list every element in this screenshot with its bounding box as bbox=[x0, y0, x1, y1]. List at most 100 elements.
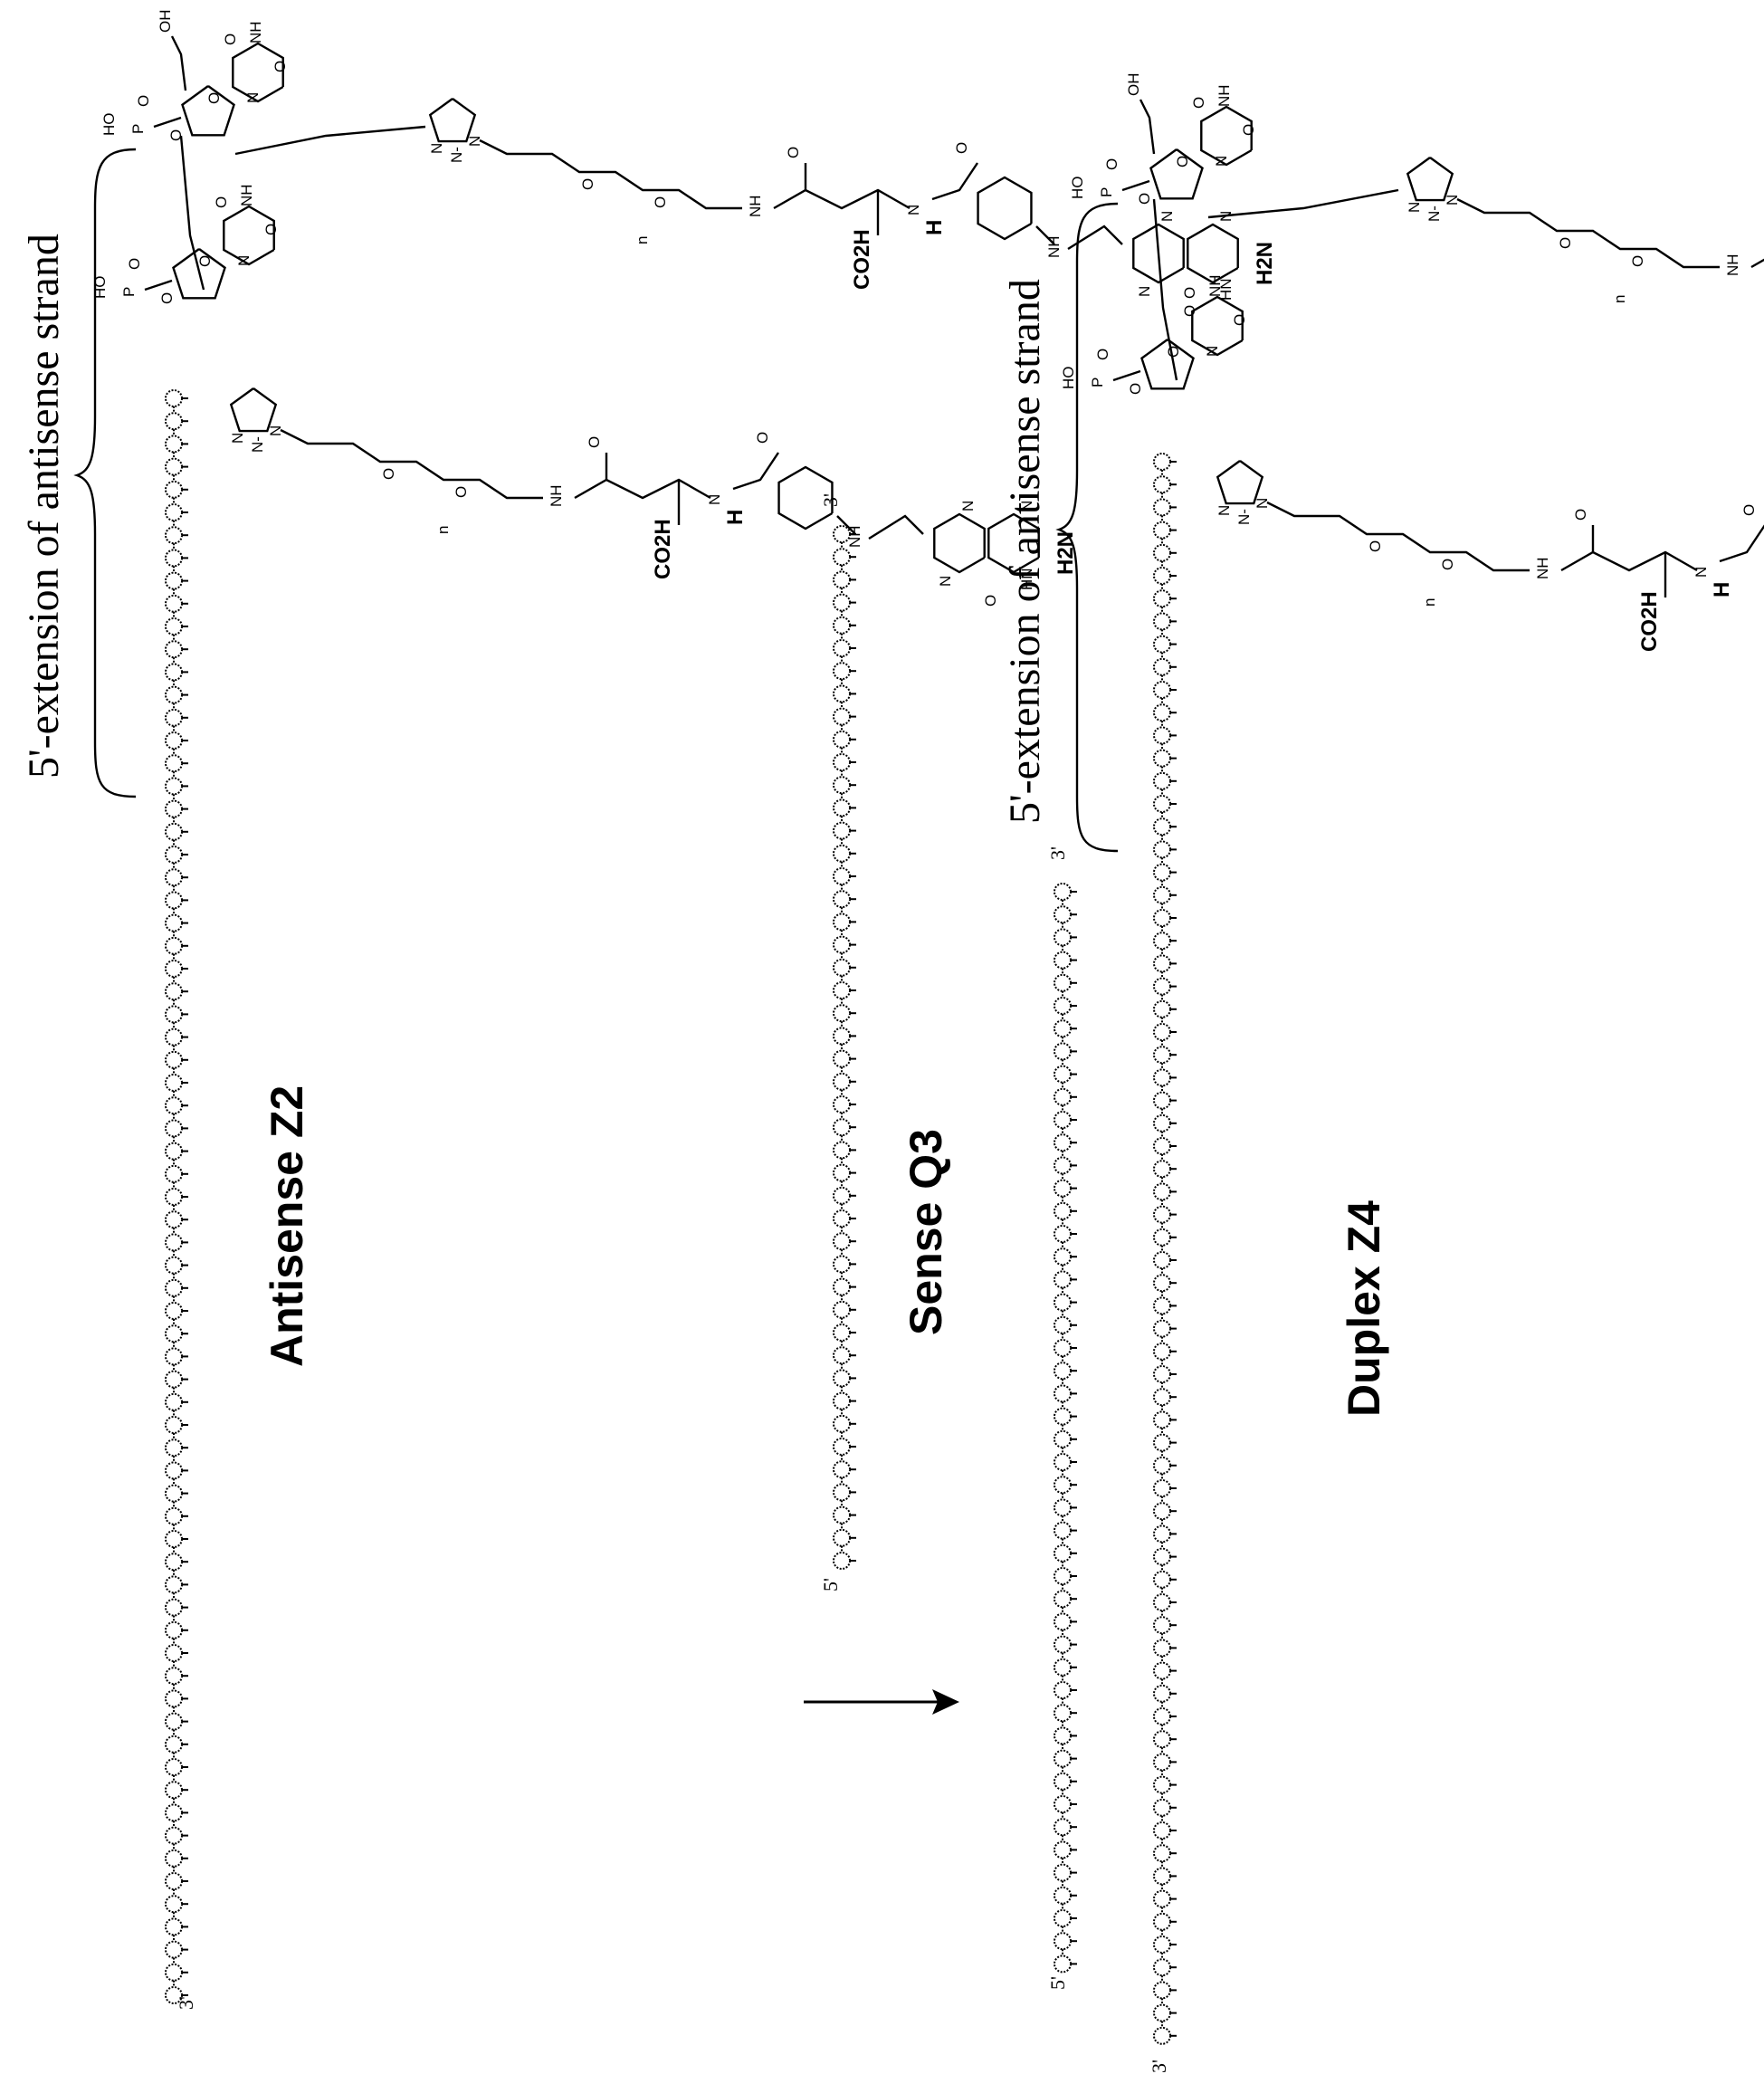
duplex-sense-strand-bead bbox=[1054, 975, 1071, 991]
duplex-antisense-strand-bead bbox=[1154, 476, 1170, 492]
as-arm2-glutamate-chain bbox=[575, 480, 710, 498]
dp-nuc2-base-o2: O bbox=[1181, 287, 1198, 299]
antisense-strand-bead bbox=[166, 1918, 182, 1935]
sense-strand-bead bbox=[834, 1279, 850, 1295]
sense-strand-bead bbox=[834, 1370, 850, 1386]
as-nuc1-base-nh: NH bbox=[247, 21, 264, 43]
duplex-antisense-strand-bead bbox=[1154, 1617, 1170, 1633]
sense-3prime-label: 3' bbox=[819, 493, 842, 507]
duplex-antisense-strand-bead bbox=[1154, 841, 1170, 857]
as-arm1-glu-n: N bbox=[905, 205, 922, 215]
antisense-strand-bead bbox=[166, 664, 182, 680]
dp-arm2-peg-chain bbox=[1267, 502, 1530, 570]
duplex-antisense-strand-bead bbox=[1154, 568, 1170, 584]
as-arm2-triazole bbox=[231, 388, 275, 431]
duplex-antisense-strand-bead bbox=[1154, 1686, 1170, 1702]
as-nuc1-ring-oxygen: O bbox=[205, 92, 223, 104]
as-arm1-peg-o2: O bbox=[652, 196, 669, 208]
dp-nuc2-phosphate-o: O bbox=[1094, 349, 1111, 360]
sense-5prime-label: 5' bbox=[819, 1578, 842, 1591]
antisense-strand-bead bbox=[166, 504, 182, 521]
sense-strand-bead bbox=[834, 1461, 850, 1477]
as-arm2-carboxyl: CO2H bbox=[651, 519, 675, 579]
antisense-strand-bead bbox=[166, 1143, 182, 1160]
duplex-antisense-strand-bead bbox=[1154, 1777, 1170, 1793]
duplex-antisense-strand-bead bbox=[1154, 932, 1170, 949]
duplex-sense-5prime-label: 5' bbox=[1046, 1976, 1069, 1990]
duplex-sense-strand-bead bbox=[1054, 1134, 1071, 1151]
duplex-sense-strand-bead bbox=[1054, 1066, 1071, 1083]
dp-nuc2-phosphate-ho: HO bbox=[1060, 367, 1077, 390]
duplex-antisense-strand-bead bbox=[1154, 1800, 1170, 1816]
dp-arm1-triazole-n3: N bbox=[1444, 195, 1461, 205]
antisense-strand-bead bbox=[166, 1553, 182, 1570]
duplex-antisense-strand bbox=[1154, 454, 1177, 2044]
antisense-strand-bead bbox=[166, 938, 182, 954]
duplex-sense-strand-bead bbox=[1054, 1454, 1071, 1470]
duplex-sense-3prime-label: 3' bbox=[1046, 846, 1069, 860]
dp-arm2-peg-o1: O bbox=[1367, 540, 1384, 552]
duplex-sense-strand bbox=[1054, 884, 1077, 1972]
as-arm1-amide-o: O bbox=[785, 147, 802, 158]
sense-strand-bead bbox=[834, 1165, 850, 1181]
sense-strand-bead bbox=[834, 571, 850, 588]
as-arm2-benzamide-o: O bbox=[754, 432, 771, 444]
duplex-sense-strand-bead bbox=[1054, 1613, 1071, 1630]
as-arm1-benzene bbox=[978, 177, 1032, 239]
antisense-strand bbox=[166, 390, 188, 2003]
duplex-sense-strand-bead bbox=[1054, 1865, 1071, 1881]
as-arm1-triazole-n2: N- bbox=[448, 147, 465, 163]
antisense-strand-bead bbox=[166, 1189, 182, 1205]
dp-nuc2-base-n: N bbox=[1204, 346, 1221, 357]
dp-nuc1-linker-o: O bbox=[1136, 193, 1153, 205]
antisense-strand-bead bbox=[166, 1486, 182, 1502]
antisense-strand-bead bbox=[166, 983, 182, 999]
extension-label-left: 5'-extension of antisense strand bbox=[20, 234, 68, 779]
dp-nuc2-p-bond bbox=[1113, 371, 1140, 380]
dp-nuc2-ring-oxygen: O bbox=[1165, 346, 1182, 358]
antisense-strand-bead bbox=[166, 641, 182, 657]
as-arm1-amino: H2N bbox=[1253, 242, 1277, 285]
duplex-sense-strand-bead bbox=[1054, 1591, 1071, 1607]
antisense-strand-bead bbox=[166, 1348, 182, 1364]
duplex-sense-strand-bead bbox=[1054, 1362, 1071, 1379]
duplex-antisense-3prime-label: 3' bbox=[1148, 2060, 1170, 2073]
as-arm2-peg-chain bbox=[281, 430, 543, 498]
antisense-strand-bead bbox=[166, 435, 182, 452]
dp-arm1-triazole-n1: N bbox=[1406, 202, 1423, 213]
sense-strand-bead bbox=[834, 731, 850, 748]
as-arm1-pz-n1: N bbox=[1136, 286, 1153, 297]
duplex-sense-strand-bead bbox=[1054, 1796, 1071, 1812]
sense-strand-bead bbox=[834, 1119, 850, 1135]
antisense-strand-bead bbox=[166, 550, 182, 566]
duplex-antisense-strand-bead bbox=[1154, 1343, 1170, 1360]
duplex-antisense-strand-bead bbox=[1154, 682, 1170, 698]
dp-arm2-peg-n: n bbox=[1421, 598, 1438, 607]
sense-strand-bead bbox=[834, 868, 850, 884]
as-linker-top bbox=[235, 127, 425, 154]
dp-arm2-glutamate-chain bbox=[1561, 552, 1697, 570]
antisense-strand-bead bbox=[166, 390, 182, 406]
as-nuc1-oh: OH bbox=[157, 10, 174, 33]
antisense-strand-bead bbox=[166, 710, 182, 726]
antisense-strand-bead bbox=[166, 1896, 182, 1912]
dp-nuc2-phosphorus: P bbox=[1089, 378, 1106, 387]
as-arm2-pz-n1: N bbox=[937, 576, 954, 587]
extension-brace-left bbox=[77, 149, 136, 797]
dp-arm1-peg-n: n bbox=[1611, 295, 1628, 303]
sense-strand-bead bbox=[834, 1142, 850, 1158]
antisense-strand-bead bbox=[166, 1166, 182, 1182]
as-arm2-pteridine-o: O bbox=[982, 595, 999, 607]
antisense-strand-bead bbox=[166, 892, 182, 908]
sense-strand-bead bbox=[834, 891, 850, 907]
antisense-strand-bead bbox=[166, 1439, 182, 1456]
sense-strand-bead bbox=[834, 1233, 850, 1249]
as-nuc2-base-o1: O bbox=[262, 224, 280, 235]
dp-nuc1-oh: OH bbox=[1125, 73, 1142, 97]
as-arm2-amide-o: O bbox=[586, 436, 603, 448]
sense-strand-bead bbox=[834, 1393, 850, 1410]
duplex-antisense-strand-bead bbox=[1154, 1936, 1170, 1953]
antisense-strand-bead bbox=[166, 1964, 182, 1981]
antisense-strand-bead bbox=[166, 1668, 182, 1684]
antisense-strand-bead bbox=[166, 1759, 182, 1775]
